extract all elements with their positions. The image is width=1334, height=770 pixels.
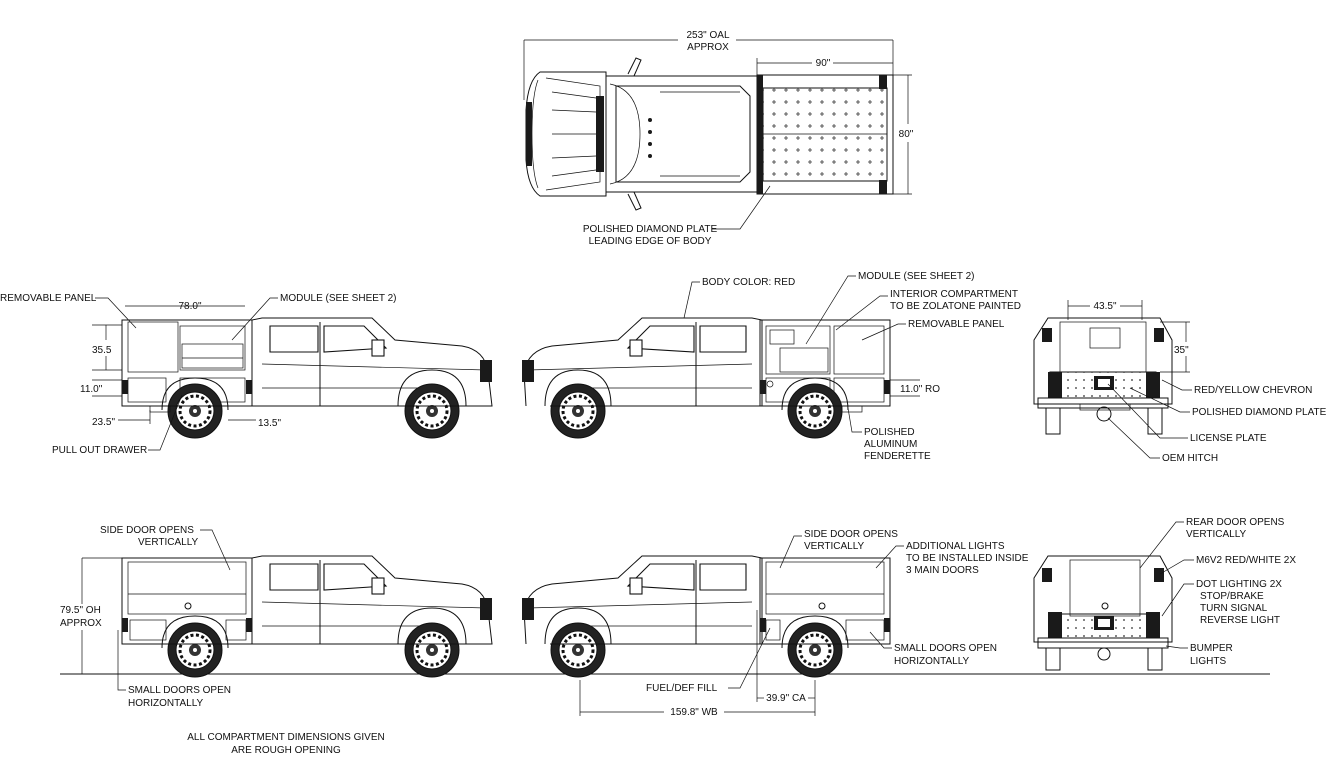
bumper-lights-label-1: BUMPER: [1190, 643, 1233, 654]
rear-diamond-plate-label: POLISHED DIAMOND PLATE: [1192, 407, 1327, 418]
license-plate-label: LICENSE PLATE: [1190, 433, 1267, 444]
additional-lights-label-1: ADDITIONAL LIGHTS: [906, 541, 1005, 552]
rear-door-label-1: REAR DOOR OPENS: [1186, 517, 1285, 528]
dot-lighting-label-2: STOP/BRAKE: [1200, 591, 1264, 602]
top-view: 253" OAL APPROX 90" 80": [523, 30, 914, 247]
small-doors-left-label-2: HORIZONTALLY: [128, 698, 204, 709]
dim-435-label: 43.5": [1093, 301, 1116, 312]
oal-approx-label: APPROX: [687, 42, 729, 53]
rear-view-open: 43.5" 35" RED/YELLOW CHEVRON POLISHED DI…: [1033, 300, 1327, 464]
fenderette-label-2: ALUMINUM: [864, 439, 917, 450]
dim-78-label: 78.0": [178, 301, 201, 312]
dim-11-left-label: 11.0": [80, 384, 103, 395]
side-view-left-open: 78.0" 35.5 11.0" 23.5" 13.5" REMOVABLE P…: [0, 293, 493, 456]
small-doors-right-label-2: HORIZONTALLY: [894, 656, 970, 667]
small-doors-right-label-1: SMALL DOORS OPEN: [894, 643, 997, 654]
dot-lighting-label-3: TURN SIGNAL: [1200, 603, 1268, 614]
note-label-1: ALL COMPARTMENT DIMENSIONS GIVEN: [187, 732, 384, 743]
small-doors-left-label-1: SMALL DOORS OPEN: [128, 685, 231, 696]
side-view-left-closed: 79.5" OH APPROX SIDE DOOR OPENS VERTICAL…: [60, 525, 1270, 709]
dim-355-label: 35.5: [92, 345, 112, 356]
removable-panel-right-label: REMOVABLE PANEL: [908, 319, 1005, 330]
interior-label-2: TO BE ZOLATONE PAINTED: [890, 301, 1021, 312]
module-right-label: MODULE (SEE SHEET 2): [858, 271, 975, 282]
chevron-label: RED/YELLOW CHEVRON: [1194, 385, 1312, 396]
bumper-lights-label-2: LIGHTS: [1190, 656, 1226, 667]
dot-lighting-label-1: DOT LIGHTING 2X: [1196, 579, 1282, 590]
side-door-left-label-2: VERTICALLY: [138, 537, 199, 548]
oem-hitch-label: OEM HITCH: [1162, 453, 1218, 464]
m6v2-label: M6V2 RED/WHITE 2X: [1196, 555, 1296, 566]
removable-panel-left-label: REMOVABLE PANEL: [0, 293, 97, 304]
side-view-right-open: BODY COLOR: RED MODULE (SEE SHEET 2) INT…: [522, 271, 1021, 462]
fenderette-label-3: FENDERETTE: [864, 451, 931, 462]
fuel-fill-label: FUEL/DEF FILL: [646, 683, 718, 694]
dim-135-label: 13.5": [258, 418, 281, 429]
rear-view-closed: REAR DOOR OPENS VERTICALLY M6V2 RED/WHIT…: [1033, 517, 1296, 671]
additional-lights-label-3: 3 MAIN DOORS: [906, 565, 979, 576]
diamond-plate-label-1: POLISHED DIAMOND PLATE: [583, 224, 718, 235]
dim-35-label: 35": [1174, 345, 1189, 356]
interior-label-1: INTERIOR COMPARTMENT: [890, 289, 1018, 300]
side-door-right-label-2: VERTICALLY: [804, 541, 865, 552]
body-color-label: BODY COLOR: RED: [702, 277, 795, 288]
wb-label: 159.8" WB: [670, 707, 718, 718]
dim-11-ro-label: 11.0" RO: [900, 384, 940, 395]
dot-lighting-label-4: REVERSE LIGHT: [1200, 615, 1280, 626]
side-view-right-closed: 159.8" WB 39.9" CA FUEL/DEF FILL SIDE DO…: [522, 529, 1029, 718]
top-width-label: 90": [816, 58, 831, 69]
fenderette-label-1: POLISHED: [864, 427, 915, 438]
ca-label: 39.9" CA: [766, 693, 806, 704]
top-height-label: 80": [899, 129, 914, 140]
oh-label-1: 79.5" OH: [60, 605, 101, 616]
note-label-2: ARE ROUGH OPENING: [231, 745, 341, 756]
additional-lights-label-2: TO BE INSTALLED INSIDE: [906, 553, 1029, 564]
dim-235-label: 23.5": [92, 417, 115, 428]
diamond-plate-label-2: LEADING EDGE OF BODY: [589, 236, 712, 247]
oal-label: 253" OAL: [686, 30, 729, 41]
pull-out-drawer-label: PULL OUT DRAWER: [52, 445, 147, 456]
rear-door-label-2: VERTICALLY: [1186, 529, 1247, 540]
module-left-label: MODULE (SEE SHEET 2): [280, 293, 397, 304]
side-door-right-label-1: SIDE DOOR OPENS: [804, 529, 898, 540]
oh-label-2: APPROX: [60, 618, 102, 629]
side-door-left-label-1: SIDE DOOR OPENS: [100, 525, 194, 536]
